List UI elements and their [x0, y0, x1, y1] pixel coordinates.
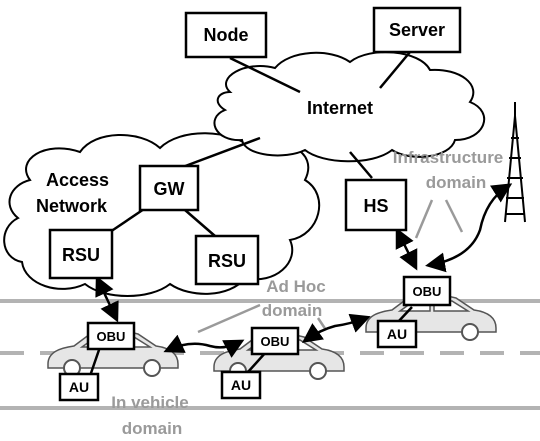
obu-obu-wireless-link-left	[163, 334, 245, 358]
obu-left-label: OBU	[97, 329, 126, 344]
au-middle-label: AU	[231, 377, 251, 393]
server-internet-link	[379, 51, 411, 89]
gw-rsu-right-link	[184, 209, 216, 237]
adhoc-domain-pointer	[197, 303, 261, 334]
adhoc-domain-label-line1: Ad Hoc	[266, 277, 326, 296]
tower-obu-wireless-link	[425, 183, 513, 273]
rsu-left-box	[48, 228, 114, 280]
au-right-box	[376, 319, 418, 349]
infrastructure-beam-left	[414, 199, 434, 239]
obu-au-connector-middle	[247, 351, 267, 373]
internet-gw-link	[179, 136, 261, 170]
gw-label: GW	[154, 179, 185, 199]
node-internet-link	[229, 56, 301, 94]
access-network-label-line2: Network	[36, 196, 108, 216]
rsu-right-label: RSU	[208, 251, 246, 271]
node-box	[184, 11, 268, 59]
internet-cloud	[213, 51, 486, 163]
internet-hs-link	[349, 151, 373, 179]
au-left-box	[58, 372, 100, 402]
server-box	[372, 6, 462, 54]
obu-right-box	[402, 275, 452, 307]
infrastructure-domain-label-line2: domain	[426, 173, 486, 192]
rsu-left-label: RSU	[62, 245, 100, 265]
hs-label: HS	[363, 196, 388, 216]
server-label: Server	[389, 20, 445, 40]
rsu-obu-wireless-link	[95, 275, 119, 323]
obu-middle-label: OBU	[261, 334, 290, 349]
invehicle-domain-label-line1: In vehicle	[111, 393, 188, 412]
internet-label: Internet	[307, 98, 373, 118]
au-middle-box	[220, 370, 262, 400]
obu-right-label: OBU	[413, 284, 442, 299]
invehicle-domain-label-line2: domain	[122, 419, 182, 438]
infrastructure-domain-label-line1: Infrastructure	[393, 148, 504, 167]
hs-box	[344, 178, 408, 232]
obu-au-connector-right	[397, 306, 413, 323]
infrastructure-beam-right	[444, 199, 464, 233]
node-label: Node	[204, 25, 249, 45]
access-network-label-line1: Access	[46, 170, 109, 190]
hs-obu-wireless-link	[395, 227, 418, 271]
obu-middle-box	[250, 326, 300, 356]
obu-obu-wireless-link-right	[301, 313, 371, 343]
rsu-right-box	[194, 234, 260, 286]
au-right-label: AU	[387, 326, 407, 342]
obu-au-connector-left	[88, 346, 102, 377]
obu-left-box	[86, 321, 136, 351]
adhoc-domain-label-line2: domain	[262, 301, 322, 320]
au-left-label: AU	[69, 379, 89, 395]
gw-box	[138, 164, 200, 212]
antenna-tower-icon	[504, 102, 526, 223]
